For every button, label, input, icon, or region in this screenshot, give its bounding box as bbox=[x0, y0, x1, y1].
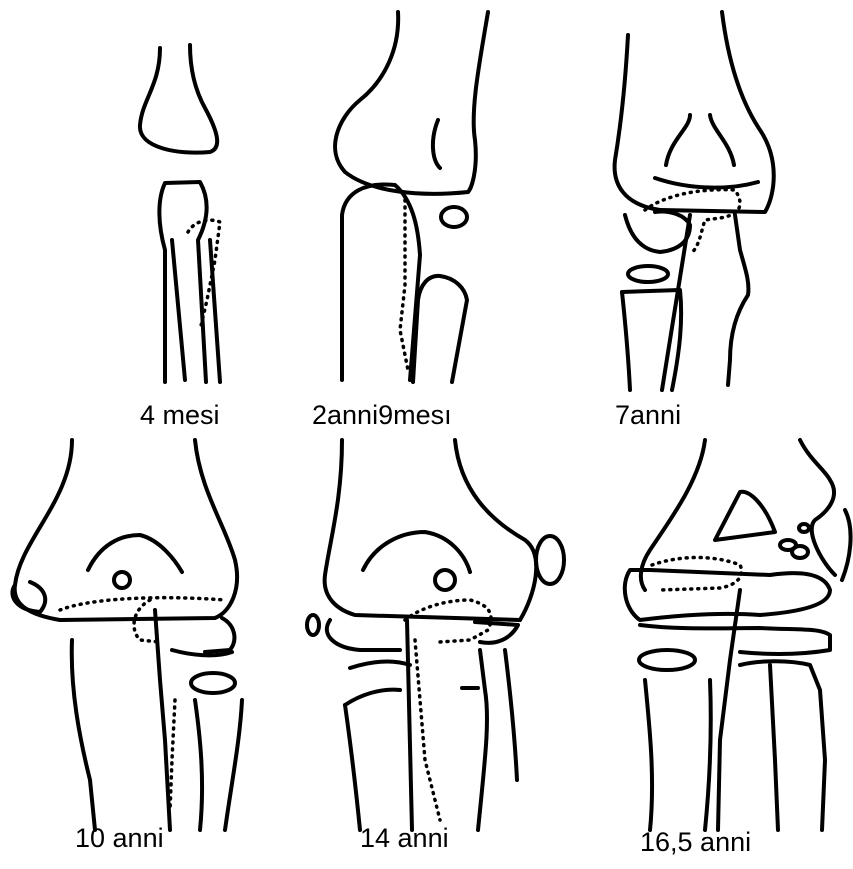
epicondyle-nucleus bbox=[435, 570, 455, 590]
humerus-medial-edge bbox=[335, 12, 468, 194]
interosseous-line bbox=[407, 620, 412, 830]
capitellum-nucleus bbox=[441, 207, 467, 227]
label-4-mesi: 4 mesi bbox=[140, 400, 220, 431]
label-7-anni: 7anni bbox=[615, 400, 681, 431]
ulna-lateral-edge bbox=[728, 215, 748, 385]
ossification-outline bbox=[405, 600, 491, 820]
panel-14-anni bbox=[307, 440, 564, 830]
panel-4-mesi bbox=[140, 45, 220, 382]
humerus-distal-end bbox=[140, 45, 217, 153]
epicondyle-nucleus bbox=[114, 572, 130, 588]
articular-surface bbox=[625, 570, 830, 620]
label-10-anni: 10 anni bbox=[75, 823, 164, 854]
label-16-5-anni: 16,5 anni bbox=[640, 827, 751, 858]
radius-shaft bbox=[195, 700, 242, 830]
olecranon-fossa bbox=[715, 492, 775, 540]
trochlea-arc bbox=[363, 532, 470, 572]
radial-head-epiphysis bbox=[639, 650, 695, 670]
trochlea-curve bbox=[666, 115, 734, 165]
label-14-anni: 14 anni bbox=[360, 823, 449, 854]
humerus-lateral-edge bbox=[468, 12, 488, 192]
radius-shaft bbox=[172, 240, 185, 380]
panel-10-anni bbox=[12, 440, 242, 830]
ulna-shaft bbox=[342, 184, 420, 380]
radial-head-nucleus bbox=[628, 266, 668, 282]
panel-2-anni-9-mesi bbox=[335, 12, 488, 382]
ossification-outline bbox=[400, 200, 408, 370]
humerus-notch bbox=[433, 120, 440, 168]
ulna-inner-edge bbox=[345, 690, 400, 705]
trochlea-arc bbox=[88, 535, 182, 572]
sesamoid-nucleus-b bbox=[792, 546, 808, 558]
medial-epicondyle-nucleus bbox=[307, 615, 319, 635]
ulna-shaft bbox=[72, 640, 95, 830]
epiphyseal-line bbox=[655, 178, 758, 188]
ulna-shaft bbox=[740, 661, 825, 830]
humerus-lateral-edge bbox=[455, 440, 536, 620]
ulna-outline bbox=[625, 212, 690, 252]
capitellum-outline bbox=[205, 618, 234, 652]
panel-7-anni bbox=[615, 12, 774, 390]
radius-shaft bbox=[645, 680, 711, 830]
radial-head-nucleus bbox=[191, 673, 235, 693]
humerus-medial-edge bbox=[641, 440, 705, 590]
humerus-lateral-edge bbox=[60, 440, 237, 620]
lateral-condyle-fragment bbox=[842, 510, 851, 580]
ossification-outline bbox=[645, 190, 740, 255]
ulna-shaft bbox=[345, 705, 360, 830]
lateral-epicondyle-nucleus bbox=[536, 536, 564, 584]
ulna-inner-line bbox=[718, 590, 740, 830]
panel-16-5-anni bbox=[625, 440, 851, 830]
humerus-medial-edge bbox=[615, 35, 660, 210]
label-2-anni-9-mesi: 2anni9mesı bbox=[312, 400, 452, 431]
humerus-medial-edge bbox=[325, 440, 520, 620]
radius-shaft bbox=[413, 276, 467, 382]
coronoid-line bbox=[350, 662, 410, 668]
olecranon-epiphysis bbox=[327, 620, 400, 650]
radius-shaft bbox=[622, 290, 681, 390]
radius-shaft bbox=[478, 650, 517, 830]
sesamoid-nucleus-c bbox=[799, 524, 809, 532]
